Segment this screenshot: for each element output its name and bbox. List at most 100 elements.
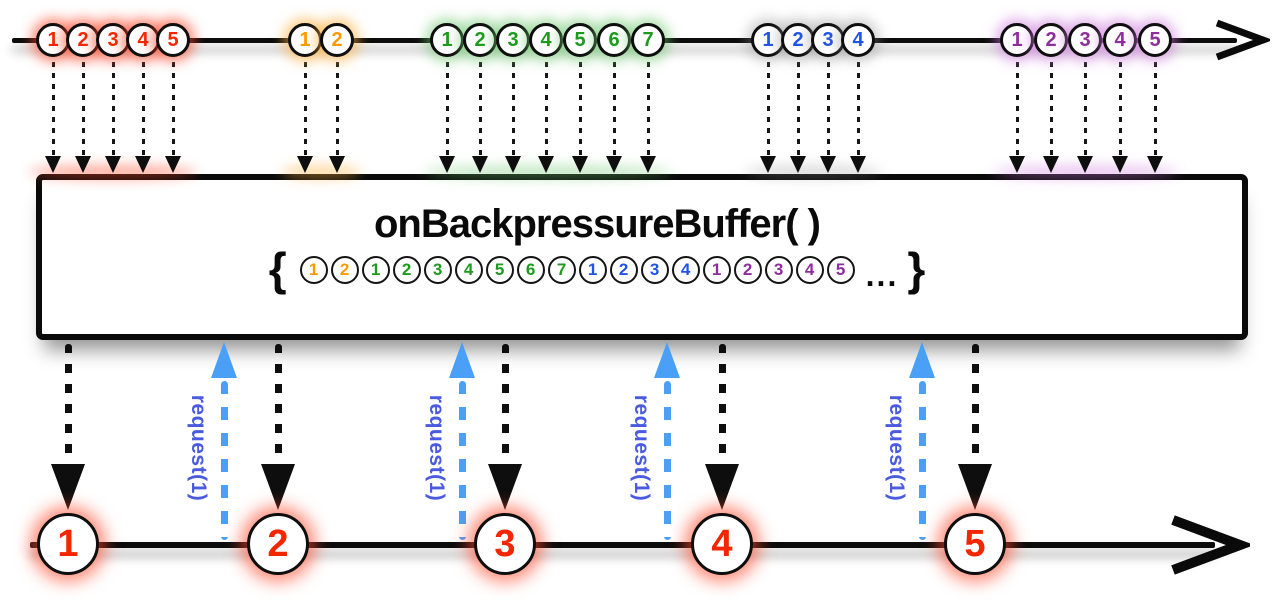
- emission-arrowhead-icon: [439, 156, 455, 173]
- source-marble-green-5: 5: [563, 23, 597, 57]
- buffer-marble-purple-2: 2: [733, 256, 762, 285]
- delivery-arrow-line: [501, 344, 509, 462]
- marble-value: 5: [574, 28, 586, 51]
- emission-arrow-line: [826, 62, 830, 157]
- output-marble-4: 4: [691, 513, 753, 575]
- output-marble-2: 2: [247, 513, 309, 575]
- request-arrowhead-icon: [211, 342, 237, 378]
- emission-arrowhead-icon: [135, 156, 151, 173]
- buffer-marble-blue-1: 1: [578, 256, 607, 285]
- request-arrowhead-icon: [909, 342, 935, 378]
- request-label: request(1): [630, 394, 653, 502]
- buffer-marble-green-7: 7: [547, 256, 576, 285]
- marble-value: 1: [1011, 28, 1023, 51]
- source-marble-green-4: 4: [529, 23, 563, 57]
- buffer-marble-green-4: 4: [454, 256, 483, 285]
- source-marble-blue-1: 1: [751, 23, 785, 57]
- emission-arrowhead-icon: [640, 156, 656, 173]
- emission-arrow-line: [51, 62, 55, 157]
- buffer-ellipsis: ...: [865, 257, 899, 293]
- request-label: request(1): [885, 394, 908, 502]
- emission-arrow-line: [612, 62, 616, 157]
- source-marble-purple-1: 1: [1000, 23, 1034, 57]
- source-marble-purple-2: 2: [1034, 23, 1068, 57]
- emission-arrow-line: [303, 62, 307, 157]
- request-arrow-line: [663, 381, 671, 540]
- marble-value: 2: [474, 28, 486, 51]
- source-marble-red-1: 1: [36, 23, 70, 57]
- buffer-marble-orange-2: 2: [330, 256, 359, 285]
- emission-arrowhead-icon: [1009, 156, 1025, 173]
- delivery-arrow-line: [64, 344, 72, 462]
- emission-arrow-line: [1118, 62, 1122, 157]
- delivery-arrowhead-icon: [488, 464, 522, 510]
- marble-value: 4: [711, 522, 733, 565]
- marble-value: 3: [1079, 28, 1091, 51]
- source-marble-blue-4: 4: [841, 23, 875, 57]
- operator-title: onBackpressureBuffer( ): [373, 202, 821, 246]
- emission-arrowhead-icon: [1043, 156, 1059, 173]
- marble-value: 7: [642, 28, 654, 51]
- marble-value: 2: [1045, 28, 1057, 51]
- emission-arrowhead-icon: [505, 156, 521, 173]
- delivery-arrow-line: [718, 344, 726, 462]
- marble-value: 2: [77, 28, 89, 51]
- buffer-marble-blue-3: 3: [640, 256, 669, 285]
- source-timeline-arrowhead: [1215, 19, 1270, 61]
- marble-value: 1: [57, 522, 79, 565]
- source-marble-green-1: 1: [430, 23, 464, 57]
- source-marble-red-3: 3: [96, 23, 130, 57]
- emission-arrow-line: [335, 62, 339, 157]
- emission-arrowhead-icon: [329, 156, 345, 173]
- buffer-marble-green-6: 6: [516, 256, 545, 285]
- buffer-marble-orange-1: 1: [299, 256, 328, 285]
- emission-arrowhead-icon: [45, 156, 61, 173]
- marble-value: 3: [107, 28, 119, 51]
- buffer-marble-purple-1: 1: [702, 256, 731, 285]
- emission-arrow-line: [111, 62, 115, 157]
- emission-arrowhead-icon: [105, 156, 121, 173]
- marble-value: 3: [494, 522, 516, 565]
- buffer-marble-green-5: 5: [485, 256, 514, 285]
- marble-value: 4: [852, 28, 864, 51]
- emission-arrow-line: [646, 62, 650, 157]
- delivery-arrowhead-icon: [51, 464, 85, 510]
- emission-arrow-line: [796, 62, 800, 157]
- request-arrow-line: [918, 381, 926, 540]
- marble-value: 1: [299, 28, 311, 51]
- emission-arrow-line: [511, 62, 515, 157]
- delivery-arrowhead-icon: [261, 464, 295, 510]
- emission-arrowhead-icon: [1147, 156, 1163, 173]
- source-marble-red-4: 4: [126, 23, 160, 57]
- buffer-marble-purple-5: 5: [826, 256, 855, 285]
- emission-arrow-line: [544, 62, 548, 157]
- emission-arrow-line: [478, 62, 482, 157]
- emission-arrowhead-icon: [472, 156, 488, 173]
- buffer-marble-green-1: 1: [361, 256, 390, 285]
- source-marble-purple-5: 5: [1138, 23, 1172, 57]
- buffer-close-brace: }: [907, 243, 926, 295]
- buffer-marble-blue-2: 2: [609, 256, 638, 285]
- request-arrow-line: [458, 381, 466, 540]
- buffer-marble-green-3: 3: [423, 256, 452, 285]
- source-marble-red-5: 5: [156, 23, 190, 57]
- emission-arrow-line: [578, 62, 582, 157]
- marble-value: 3: [507, 28, 519, 51]
- source-marble-green-3: 3: [496, 23, 530, 57]
- output-marble-5: 5: [944, 513, 1006, 575]
- marble-value: 6: [608, 28, 620, 51]
- marble-value: 4: [1114, 28, 1126, 51]
- source-marble-green-6: 6: [597, 23, 631, 57]
- marble-value: 5: [964, 522, 986, 565]
- marble-value: 4: [540, 28, 552, 51]
- marble-value: 5: [1149, 28, 1161, 51]
- marble-value: 5: [167, 28, 179, 51]
- emission-arrowhead-icon: [820, 156, 836, 173]
- source-marble-green-7: 7: [631, 23, 665, 57]
- emission-arrowhead-icon: [1112, 156, 1128, 173]
- emission-arrow-line: [141, 62, 145, 157]
- emission-arrowhead-icon: [297, 156, 313, 173]
